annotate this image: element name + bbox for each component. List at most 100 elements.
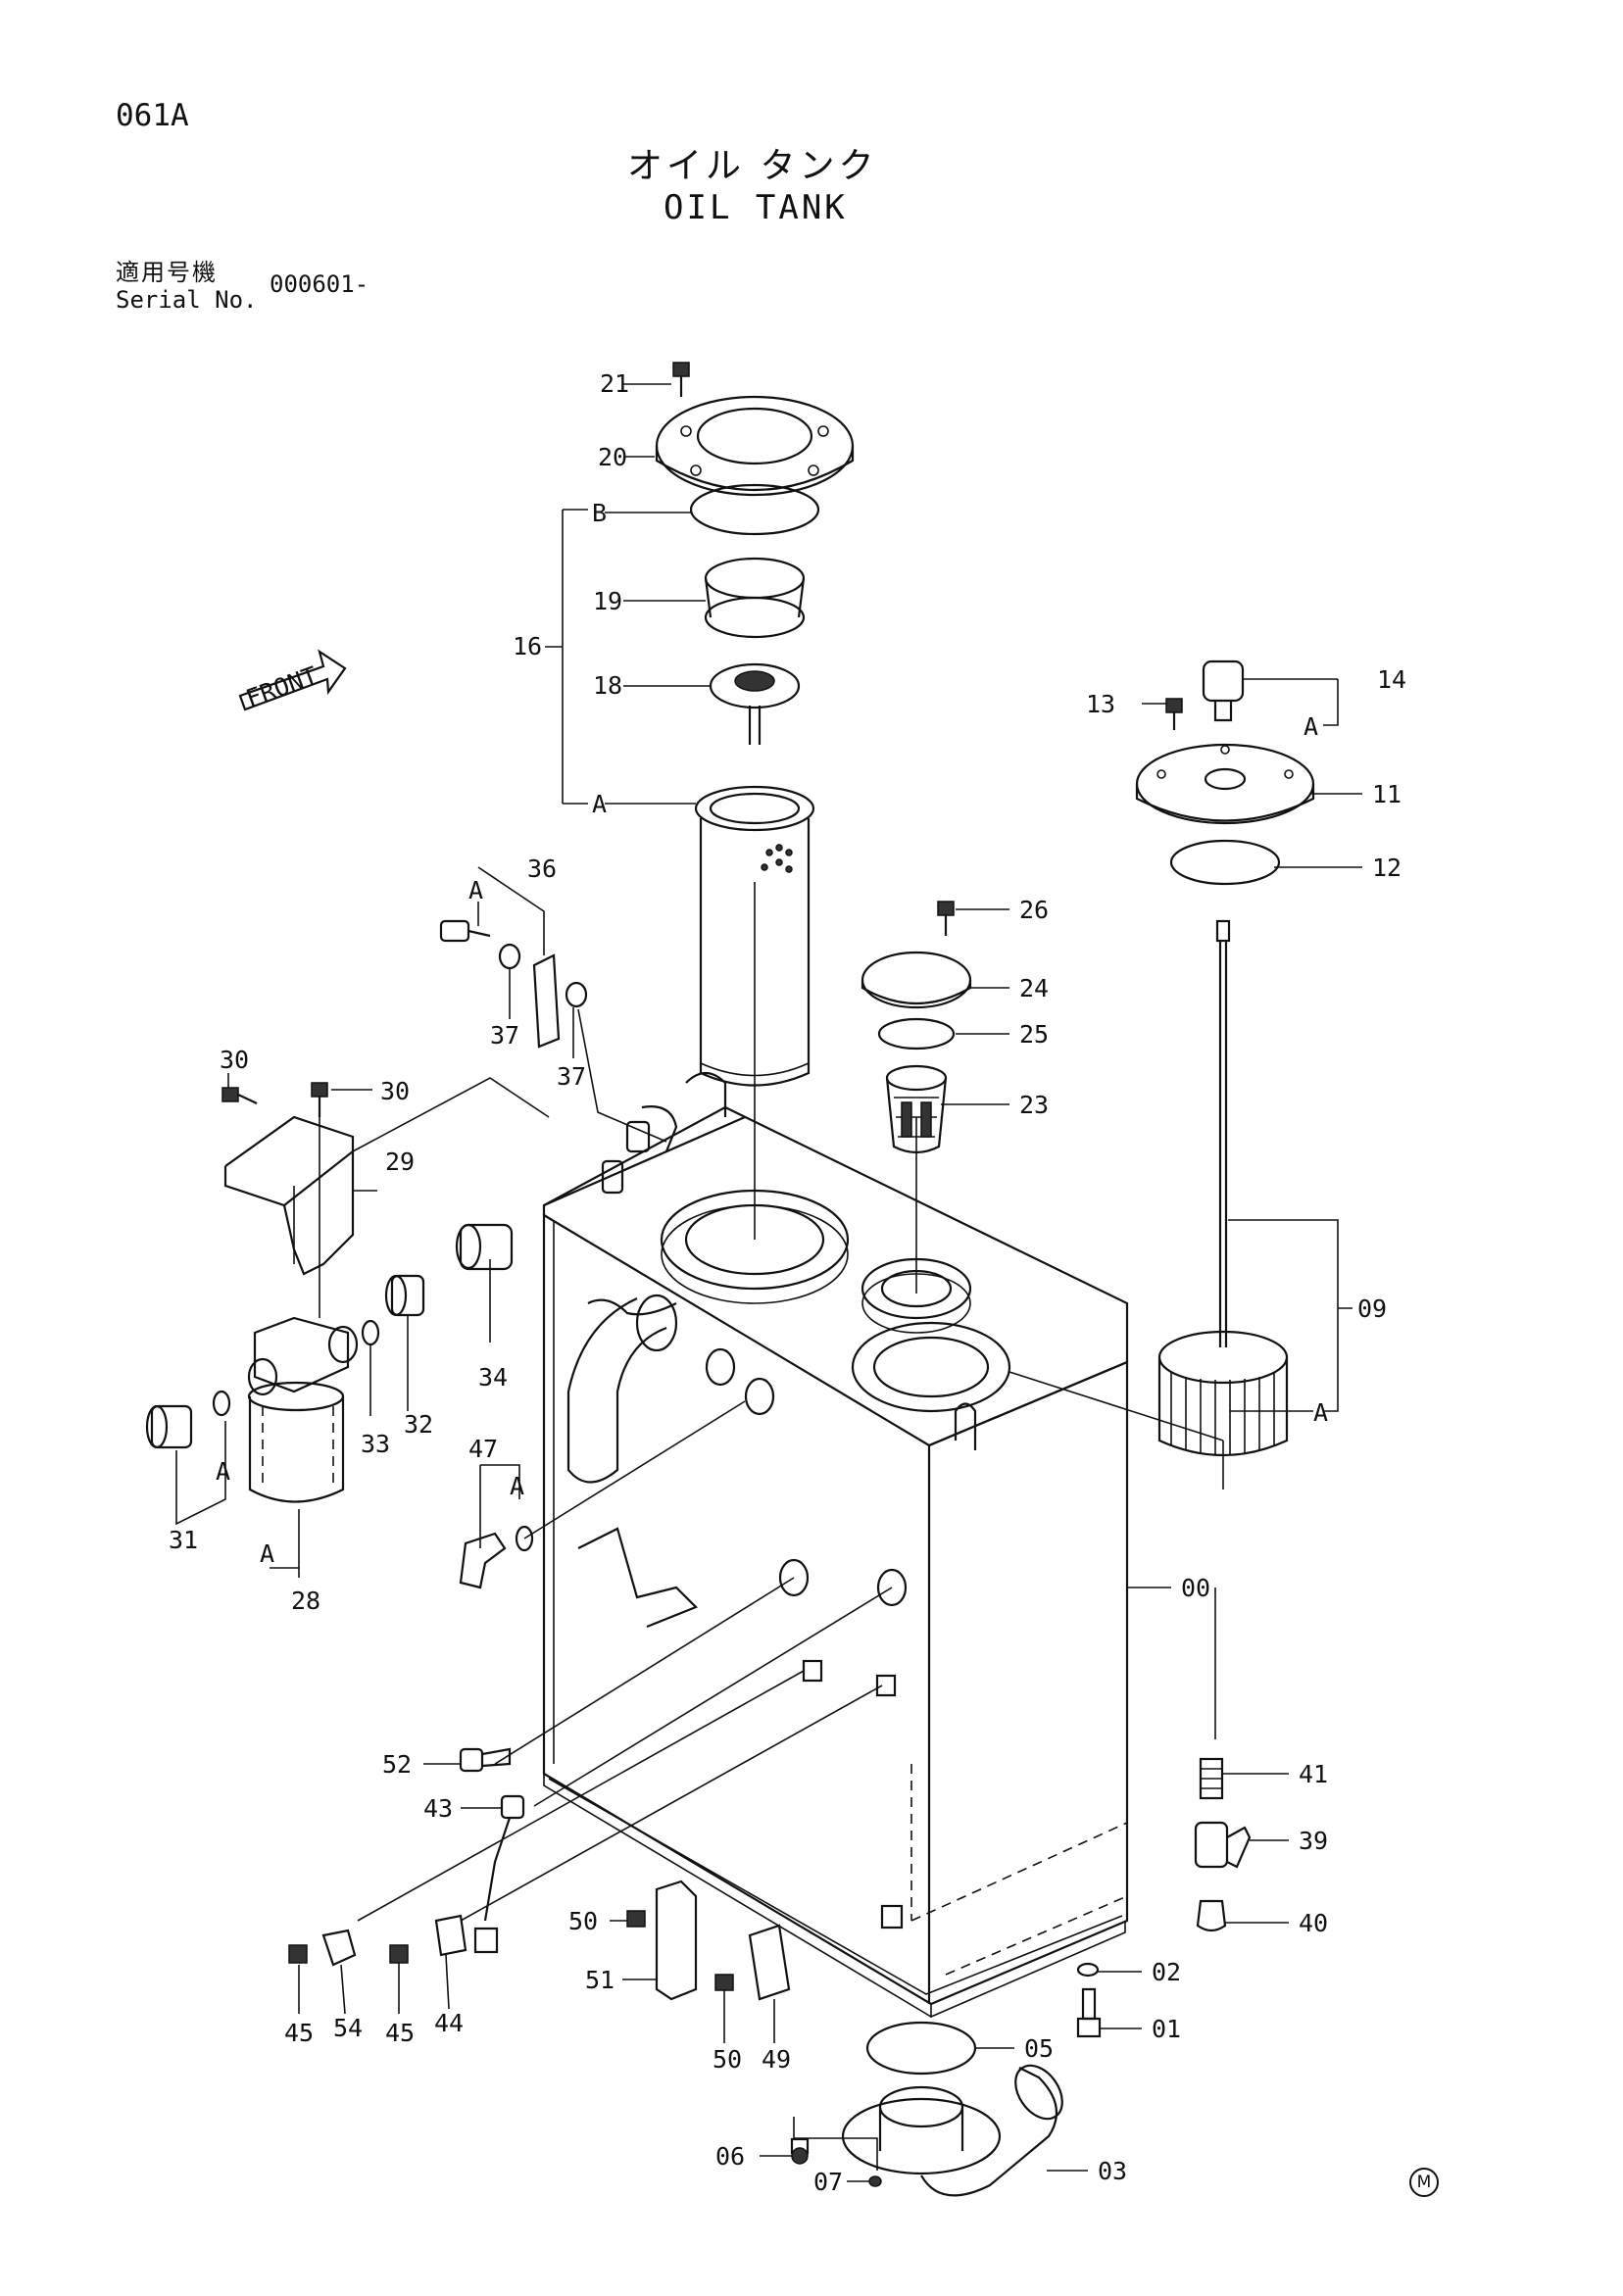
clamp-44 (434, 1914, 467, 1957)
group-letter-a-16: A (592, 790, 607, 818)
callout-25: 25 (1019, 1020, 1049, 1049)
callout-54: 54 (333, 2014, 363, 2042)
callout-28: 28 (291, 1587, 320, 1615)
group-letter-a-14: A (1303, 712, 1318, 741)
bolt-26 (937, 901, 955, 936)
callout-49: 49 (762, 2045, 791, 2074)
filler-strainer-tube (694, 785, 815, 1087)
filler-gasket-b (689, 483, 820, 536)
clamp-54 (321, 1929, 357, 1967)
tank-top-level-port (851, 1321, 1011, 1413)
filler-cap-20 (655, 395, 855, 497)
group-letter-a-09: A (1313, 1398, 1328, 1427)
filler-valve-18 (709, 662, 801, 745)
callout-36: 36 (527, 855, 557, 883)
callout-12: 12 (1372, 854, 1402, 882)
group-letter-a-28: A (260, 1539, 274, 1568)
callout-37b: 37 (557, 1062, 586, 1091)
callout-09: 09 (1357, 1295, 1387, 1323)
clip-bolt-36a (439, 919, 491, 943)
callout-41: 41 (1299, 1760, 1328, 1788)
callout-01: 01 (1152, 2015, 1181, 2043)
callout-45b: 45 (385, 2019, 415, 2047)
cap-40 (1196, 1899, 1227, 1932)
callout-05: 05 (1024, 2034, 1054, 2063)
filter-head-and-element-28 (247, 1316, 359, 1503)
valve-39 (1194, 1821, 1252, 1869)
callout-45a: 45 (284, 2019, 314, 2047)
callout-50a: 50 (568, 1907, 598, 1935)
washer-02 (1076, 1962, 1100, 1978)
serial-number-value: 000601- (270, 270, 369, 298)
return-pipe (566, 1294, 678, 1484)
callout-40: 40 (1299, 1909, 1328, 1937)
filler-spring-19 (704, 557, 806, 639)
callout-31: 31 (169, 1526, 198, 1554)
page-title-english: OIL TANK (664, 188, 848, 227)
callout-50b: 50 (713, 2045, 742, 2074)
callout-19: 19 (593, 587, 622, 615)
page-title-japanese: オイル タンク (627, 146, 878, 186)
tank-lifting-eye (954, 1402, 977, 1450)
cover-24 (861, 951, 972, 1009)
bolt-45a (288, 1944, 308, 1964)
gasket-12 (1169, 839, 1281, 886)
callout-07: 07 (813, 2168, 843, 2196)
callout-02: 02 (1152, 1958, 1181, 1986)
clip-36 (532, 953, 561, 1049)
callout-06: 06 (715, 2142, 745, 2171)
sensor-14 (1202, 659, 1245, 722)
front-direction-arrow: FRONT (238, 649, 347, 713)
sensor-43 (473, 1794, 525, 1954)
bolt-50b (714, 1974, 734, 1991)
callout-20: 20 (598, 443, 627, 471)
oil-tank-body (542, 1105, 1129, 2006)
fitting-31 (145, 1404, 193, 1449)
oring-31-a (212, 1390, 231, 1417)
callout-21: 21 (600, 369, 629, 398)
group-letter-b: B (592, 499, 607, 527)
filler-bolt-21 (672, 362, 690, 397)
callout-11: 11 (1372, 780, 1402, 808)
elbow-47 (459, 1525, 534, 1589)
bolt-30 (221, 1082, 328, 1117)
callout-29: 29 (385, 1148, 415, 1176)
front-arrow-label: FRONT (242, 661, 321, 713)
callout-00: 00 (1181, 1574, 1210, 1602)
callout-24: 24 (1019, 974, 1049, 1002)
callout-34: 34 (478, 1363, 508, 1392)
tank-bottom-plate (543, 1774, 1126, 2019)
serial-label-japanese: 適用号機 (116, 259, 218, 286)
bracket-29 (223, 1115, 355, 1276)
callout-43: 43 (423, 1794, 453, 1823)
callout-14: 14 (1377, 665, 1406, 694)
hose-fittings-top (601, 1105, 678, 1195)
callout-30b: 30 (380, 1077, 410, 1105)
cover-11 (1135, 743, 1315, 825)
callout-03: 03 (1098, 2157, 1127, 2185)
bracket-51 (655, 1880, 698, 2001)
fitting-32 (384, 1274, 425, 1317)
callout-labels: 21 20 B 19 16 18 A 14 A 13 11 12 09 A 26… (169, 369, 1406, 2196)
callout-32: 32 (404, 1410, 433, 1439)
callout-23: 23 (1019, 1091, 1049, 1119)
washer-07 (868, 2175, 882, 2187)
bracket-49 (748, 1924, 791, 2001)
callout-30a: 30 (220, 1046, 249, 1074)
callout-37a: 37 (490, 1021, 519, 1050)
manufacturer-mark: M (1409, 2168, 1439, 2197)
group-letter-a-36: A (468, 876, 483, 904)
clip-washer-37a (498, 943, 521, 970)
page-code: 061A (116, 98, 189, 133)
suction-elbow-03 (841, 2064, 1063, 2197)
leader-lines (175, 383, 1362, 2182)
group-letter-a-31: A (216, 1457, 230, 1486)
callout-26: 26 (1019, 896, 1049, 924)
bolt-01 (1076, 1987, 1102, 2038)
clip-washer-37b (565, 981, 588, 1008)
tank-top-hook (685, 1071, 727, 1117)
callout-39: 39 (1299, 1827, 1328, 1855)
callout-51: 51 (585, 1966, 615, 1994)
bolt-13 (1165, 698, 1183, 730)
